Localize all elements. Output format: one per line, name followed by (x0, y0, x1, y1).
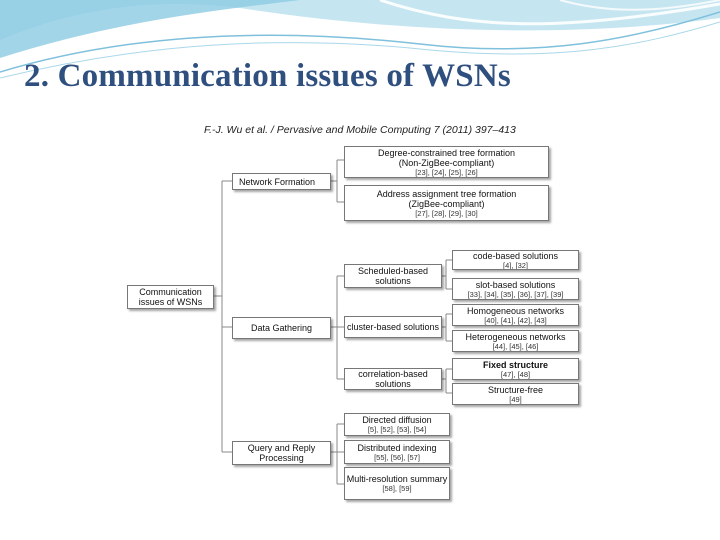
distributed-indexing-node: Distributed indexing [55], [56], [57] (344, 440, 450, 464)
query-reply-node: Query and Reply Processing (232, 441, 331, 465)
slot-based-node: slot-based solutions [33], [34], [35], [… (452, 278, 579, 300)
address-assignment-node: Address assignment tree formation (ZigBe… (344, 185, 549, 221)
structure-free-node: Structure-free [49] (452, 383, 579, 405)
multi-resolution-node: Multi-resolution summary [58], [59] (344, 467, 450, 500)
slide-title: 2. Communication issues of WSNs (24, 58, 511, 94)
fixed-structure-node: Fixed structure [47], [48] (452, 358, 579, 380)
data-gathering-node: Data Gathering (232, 317, 331, 339)
heterogeneous-networks-node: Heterogeneous networks [44], [45], [46] (452, 330, 579, 352)
code-based-node: code-based solutions [4], [32] (452, 250, 579, 270)
network-formation-node: Network Formation (232, 173, 331, 190)
decorative-banner (0, 0, 720, 79)
scheduled-based-node: Scheduled-based solutions (344, 264, 442, 288)
cluster-based-node: cluster-based solutions (344, 316, 442, 338)
root-node: Communication issues of WSNs (127, 285, 214, 309)
homogeneous-networks-node: Homogeneous networks [40], [41], [42], [… (452, 304, 579, 326)
citation: F.-J. Wu et al. / Pervasive and Mobile C… (204, 124, 516, 136)
correlation-based-node: correlation-based solutions (344, 368, 442, 390)
degree-constrained-node: Degree-constrained tree formation (Non-Z… (344, 146, 549, 178)
directed-diffusion-node: Directed diffusion [5], [52], [53], [54] (344, 413, 450, 436)
